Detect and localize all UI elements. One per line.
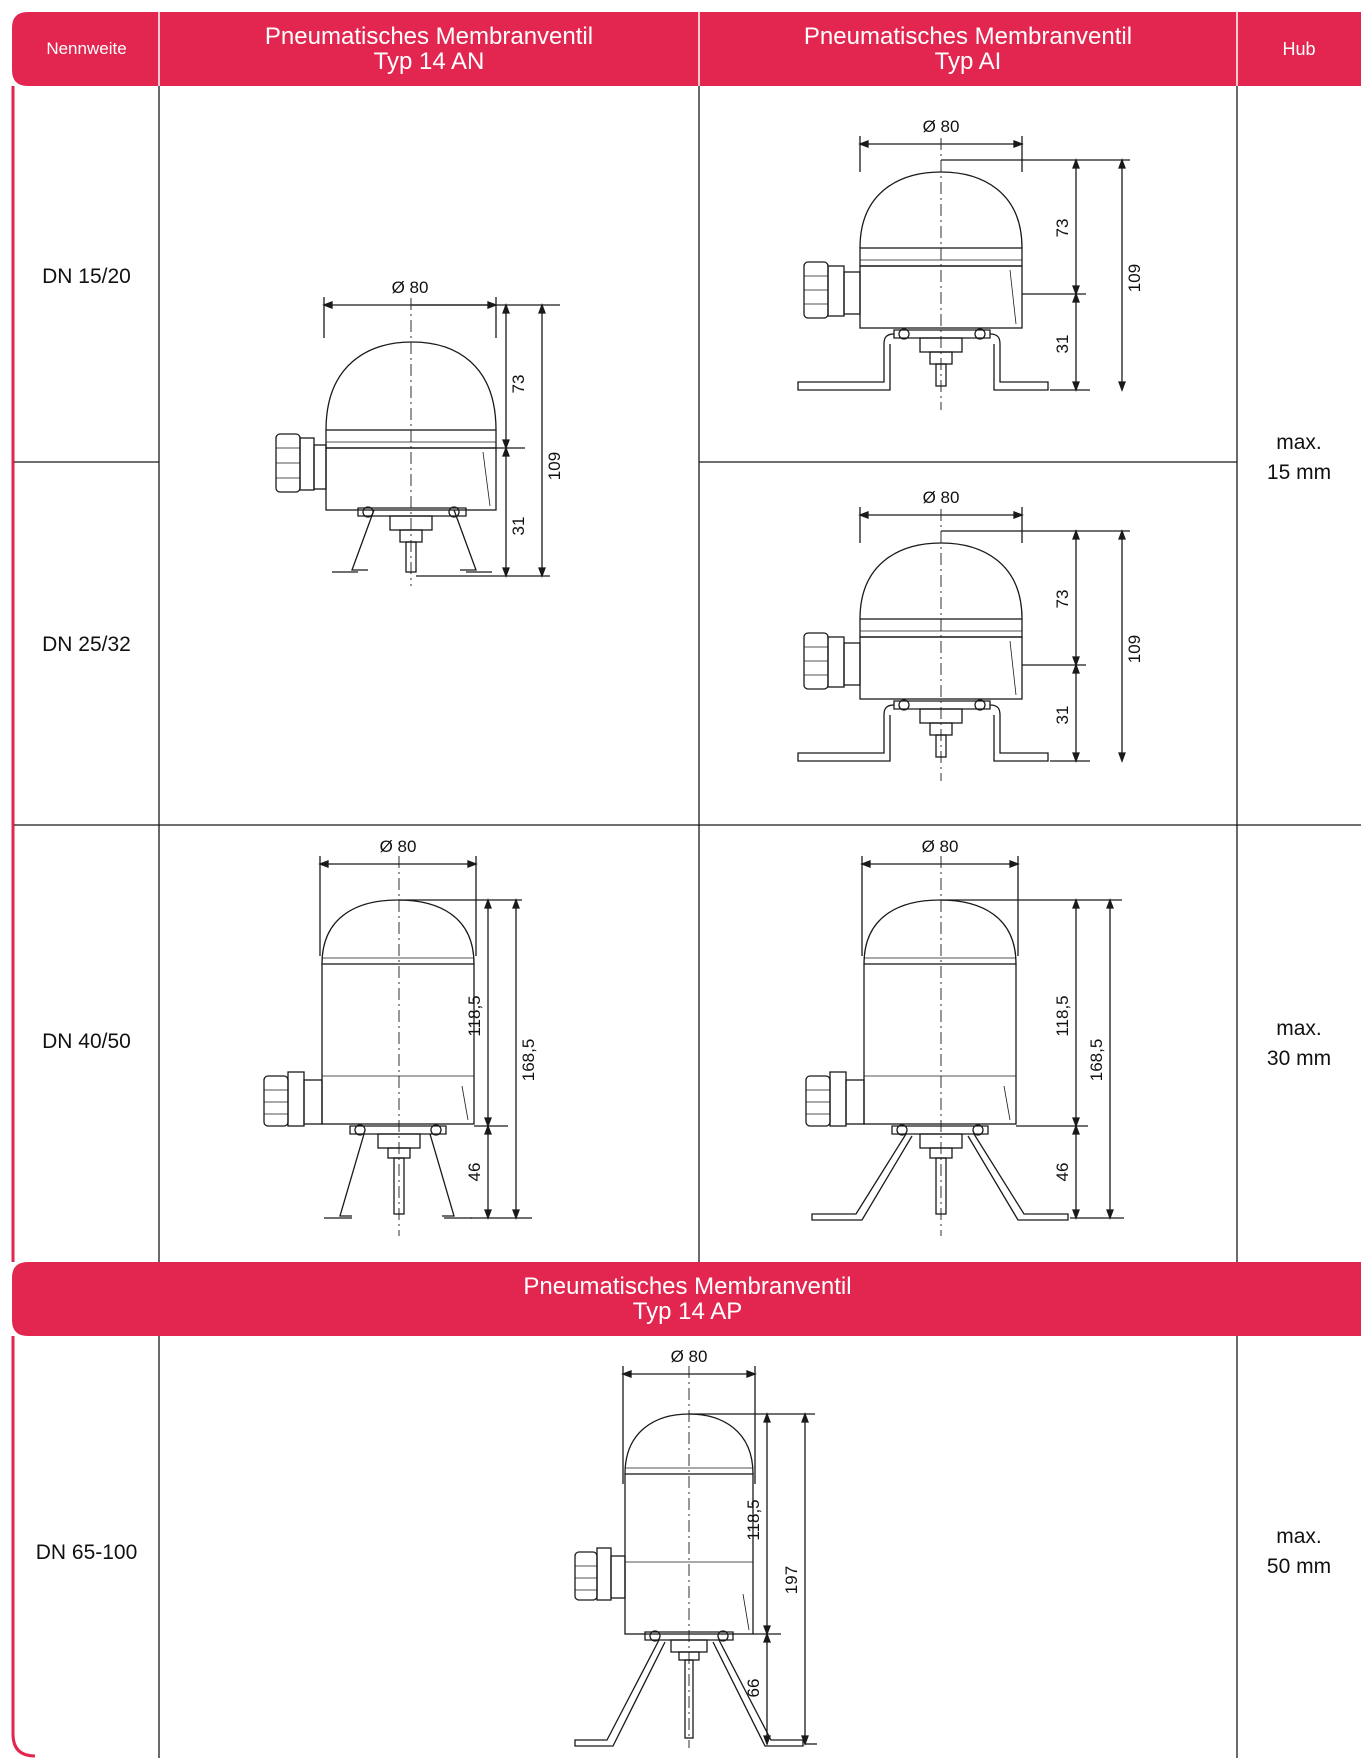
drawing-typ-14-ap-dn65-100: Ø 80 118,5	[555, 1344, 955, 1750]
drawing-typ-14-an-dn15-32: Ø 80	[240, 270, 620, 590]
dimension-168-5: 168,5	[1087, 1039, 1106, 1082]
dimension-109: 109	[545, 452, 564, 480]
hub-value-50mm: max.50 mm	[1266, 1525, 1332, 1579]
row-label-dn-25-32: DN 25/32	[42, 633, 131, 656]
header-hub: Hub	[1282, 38, 1316, 59]
ap-header-band	[12, 1262, 1361, 1336]
dimension-diameter: Ø 80	[380, 837, 417, 856]
dimension-diameter: Ø 80	[671, 1347, 708, 1366]
dimension-diameter: Ø 80	[922, 837, 959, 856]
dimension-118-5: 118,5	[744, 1499, 763, 1540]
dimension-118-5: 118,5	[465, 995, 484, 1036]
dimension-168-5: 168,5	[519, 1039, 538, 1082]
drawing-typ-14-an-dn40-50: Ø 80 118,5	[240, 836, 620, 1246]
dimension-31: 31	[1053, 335, 1072, 354]
dimension-73: 73	[509, 375, 528, 394]
dimension-197: 197	[782, 1566, 801, 1594]
row-label-dn-40-50: DN 40/50	[42, 1030, 131, 1053]
dimension-66: 66	[744, 1679, 763, 1698]
dimension-73: 73	[1053, 590, 1072, 609]
hub-value-30mm: max.30 mm	[1266, 1017, 1332, 1071]
dimension-31: 31	[509, 517, 528, 536]
dimension-46: 46	[1053, 1163, 1072, 1182]
dimension-73: 73	[1053, 219, 1072, 238]
dimension-118-5: 118,5	[1053, 995, 1072, 1036]
dimension-diameter: Ø 80	[392, 278, 429, 297]
row-label-dn-65-100: DN 65-100	[35, 1541, 138, 1564]
dimension-diameter: Ø 80	[923, 117, 960, 136]
drawing-typ-ai-dn40-50: Ø 80 118,5	[790, 836, 1170, 1246]
dimension-diameter: Ø 80	[923, 488, 960, 507]
dimension-31: 31	[1053, 706, 1072, 725]
left-border-bottom	[11, 1336, 36, 1758]
dimension-46: 46	[465, 1163, 484, 1182]
header-band	[12, 12, 1361, 86]
drawing-typ-ai-dn15-20: Ø 80	[790, 112, 1160, 412]
dimension-109: 109	[1125, 264, 1144, 292]
header-nennweite: Nennweite	[46, 39, 127, 59]
row-label-dn-15-20: DN 15/20	[42, 265, 131, 288]
hub-value-15mm: max.15 mm	[1266, 431, 1332, 485]
dimension-109: 109	[1125, 635, 1144, 663]
drawing-typ-ai-dn25-32: Ø 80	[790, 483, 1160, 783]
